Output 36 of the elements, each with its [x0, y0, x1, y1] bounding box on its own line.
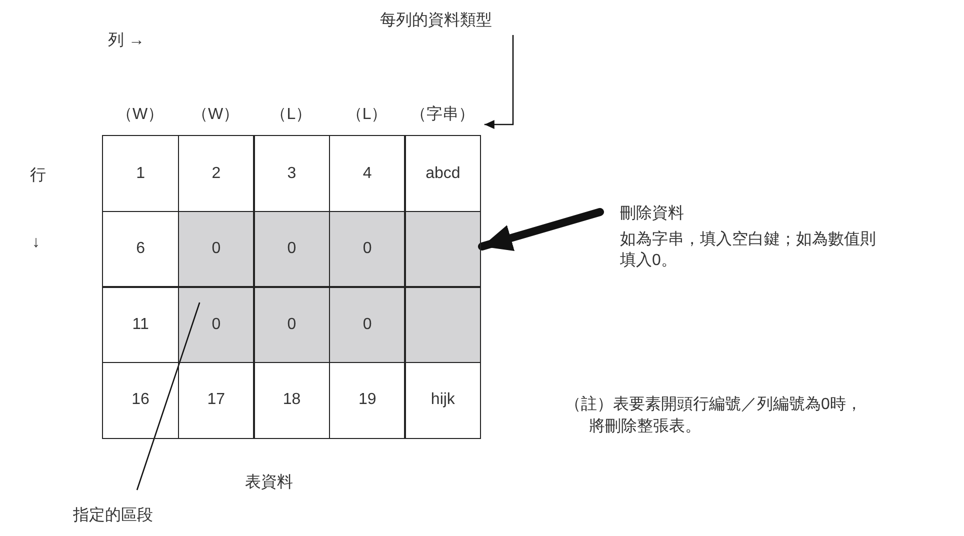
leader-line	[136, 302, 200, 490]
table-cell: abcd	[404, 135, 482, 212]
axis-label: 列 →	[108, 31, 144, 51]
note-text: 如為字串，填入空白鍵；如為數值則填入0。	[620, 230, 876, 271]
column-header: （W）	[191, 105, 240, 125]
table-cell: hijk	[404, 362, 482, 438]
table-cell: 19	[328, 362, 406, 438]
arrow	[478, 208, 604, 252]
arrow	[484, 35, 514, 129]
table-cell: 0	[328, 286, 406, 363]
table-cell: 0	[178, 210, 255, 288]
column-header: （L）	[345, 105, 388, 125]
axis-label: 行	[30, 166, 46, 186]
table-cell: 11	[102, 286, 180, 363]
caption-text: 每列的資料類型	[380, 10, 530, 31]
table-cell: 17	[178, 362, 255, 438]
shaded-block	[178, 210, 480, 362]
column-header: （W）	[115, 105, 165, 125]
note-heading: 刪除資料	[620, 204, 685, 224]
table-cell: 0	[253, 210, 330, 288]
table-cell: 0	[253, 286, 330, 363]
table-cell: 6	[102, 210, 180, 288]
table-cell: 18	[253, 362, 330, 438]
table-cell: 16	[102, 362, 180, 438]
table-cell: 4	[328, 135, 406, 212]
table-cell: 0	[178, 286, 255, 363]
table-cell: 1	[102, 135, 180, 212]
table-cell: 3	[253, 135, 330, 212]
axis-label: ↓	[32, 234, 40, 252]
caption-text: 指定的區段	[73, 505, 193, 526]
table-cell: 0	[328, 210, 406, 288]
footnote-text: （註）表要素開頭行編號／列編號為0時，將刪除整張表。	[565, 394, 863, 438]
table-caption: 表資料	[245, 472, 293, 493]
table-cell: 2	[178, 135, 255, 212]
column-header: （字串）	[398, 104, 486, 125]
column-header: （L）	[270, 105, 313, 125]
